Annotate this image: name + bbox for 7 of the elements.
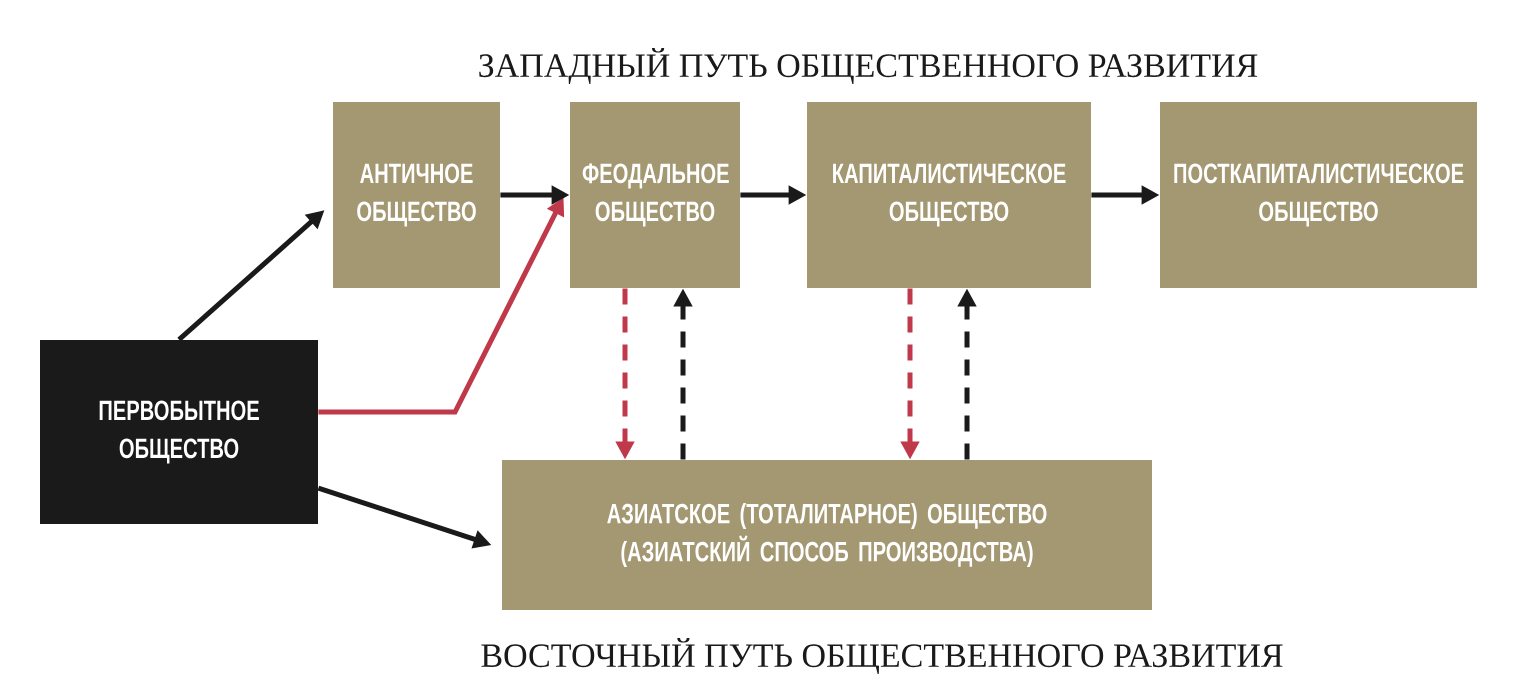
process-box: ФЕОДАЛЬНОЕ ОБЩЕСТВО <box>570 102 740 288</box>
process-box: АНТИЧНОЕ ОБЩЕСТВО <box>333 102 500 288</box>
process-box: АЗИАТСКОЕ (ТОТАЛИТАРНОЕ) ОБЩЕСТВО (АЗИАТСКИЙ СПОСОБ ПРОИЗВОДСТВА) <box>502 460 1152 610</box>
process-box: ПОСТКАПИТАЛИСТИЧЕСКОЕ ОБЩЕСТВО <box>1160 102 1477 288</box>
process-box: КАПИТАЛИСТИЧЕСКОЕ ОБЩЕСТВО <box>807 102 1091 288</box>
process-box: ПЕРВОБЫТНОЕ ОБЩЕСТВО <box>40 340 318 524</box>
heading: ЗАПАДНЫЙ ПУТЬ ОБЩЕСТВЕННОГО РАЗВИТИЯ <box>479 47 1258 85</box>
